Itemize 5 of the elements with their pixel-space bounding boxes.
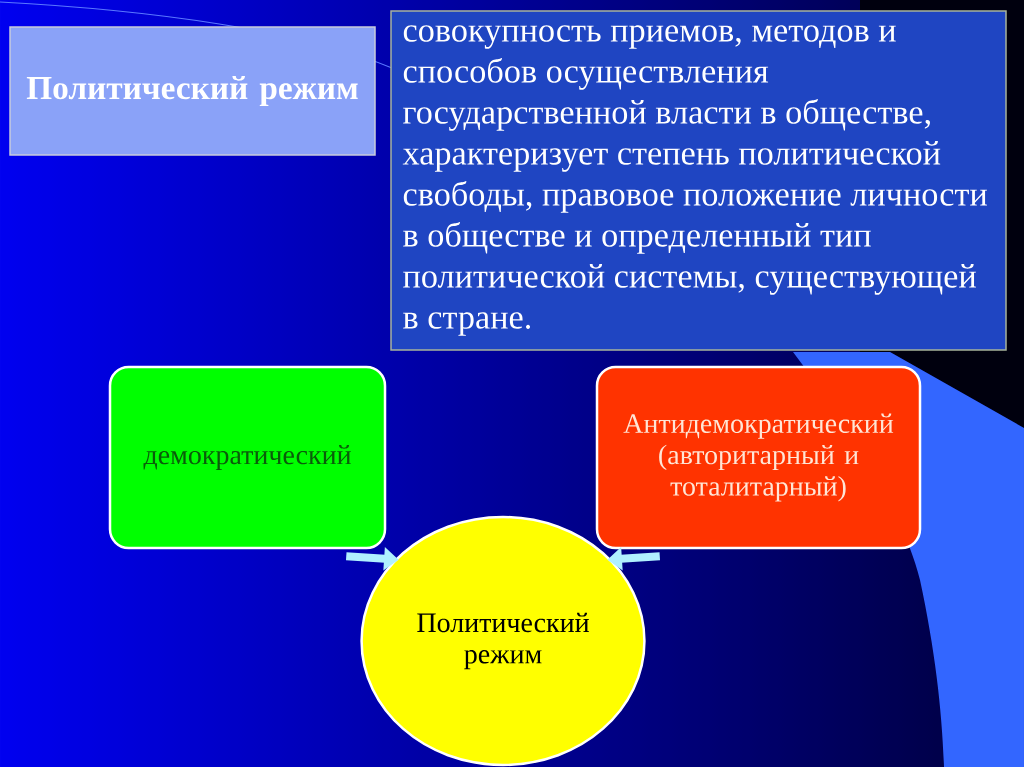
rounded-box: демократический	[108, 365, 387, 550]
definition-box: совокупность приемов, методов и способов осуществления государственной власти в обществе, характеризует степень политической свободы, правовое положение личности в обществе и определенный тип политической системы, существующей в стране.	[390, 10, 1007, 351]
rounded-box: Антидемократический (авторитарный и тоталитарный)	[595, 365, 922, 550]
oval-node: Политический режим	[360, 515, 646, 767]
title-box: Политический режим	[9, 26, 376, 156]
